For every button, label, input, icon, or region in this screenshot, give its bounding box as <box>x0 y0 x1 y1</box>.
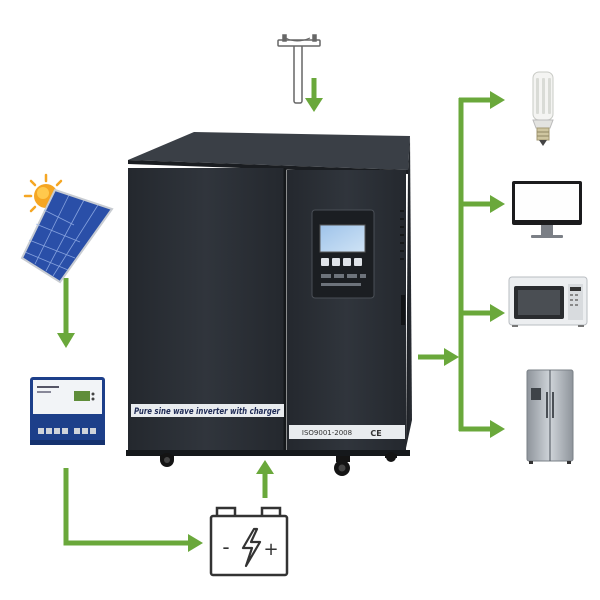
microwave-icon <box>508 276 588 327</box>
inverter-display-panel <box>311 209 375 299</box>
arrow-controller-to-battery <box>63 468 203 552</box>
inverter-model-label: Pure sine wave inverter with charger <box>134 407 281 417</box>
refrigerator-icon <box>526 369 574 464</box>
flow-arrows <box>57 78 505 552</box>
utility-pole-icon <box>277 34 321 104</box>
inverter-cabinet: Pure sine wave inverter with charger ISO… <box>126 132 412 476</box>
arrow-inverter-to-loads <box>418 348 459 366</box>
arrow-to-microwave <box>459 304 505 322</box>
arrow-panel-to-controller <box>57 278 75 348</box>
arrow-grid-to-inverter <box>305 78 323 112</box>
inverter-label-strip: Pure sine wave inverter with charger ISO… <box>131 404 405 439</box>
battery-minus-label: - <box>222 535 229 559</box>
battery-plus-label: + <box>263 539 278 560</box>
iso-cert-label: ISO9001-2008 <box>302 429 352 437</box>
arrow-to-monitor <box>459 195 505 213</box>
arrow-to-refrigerator <box>459 420 505 438</box>
charge-controller-icon <box>30 377 105 445</box>
arrow-battery-to-inverter <box>256 460 274 498</box>
ce-mark: CE <box>370 429 381 438</box>
lightning-icon <box>241 527 262 568</box>
bulb-icon <box>532 71 554 146</box>
inverter-wheels <box>160 452 397 476</box>
battery-icon: - + <box>209 506 289 577</box>
arrow-to-bulb <box>459 91 505 109</box>
monitor-icon <box>512 181 582 238</box>
solar-panel-icon <box>20 188 114 284</box>
